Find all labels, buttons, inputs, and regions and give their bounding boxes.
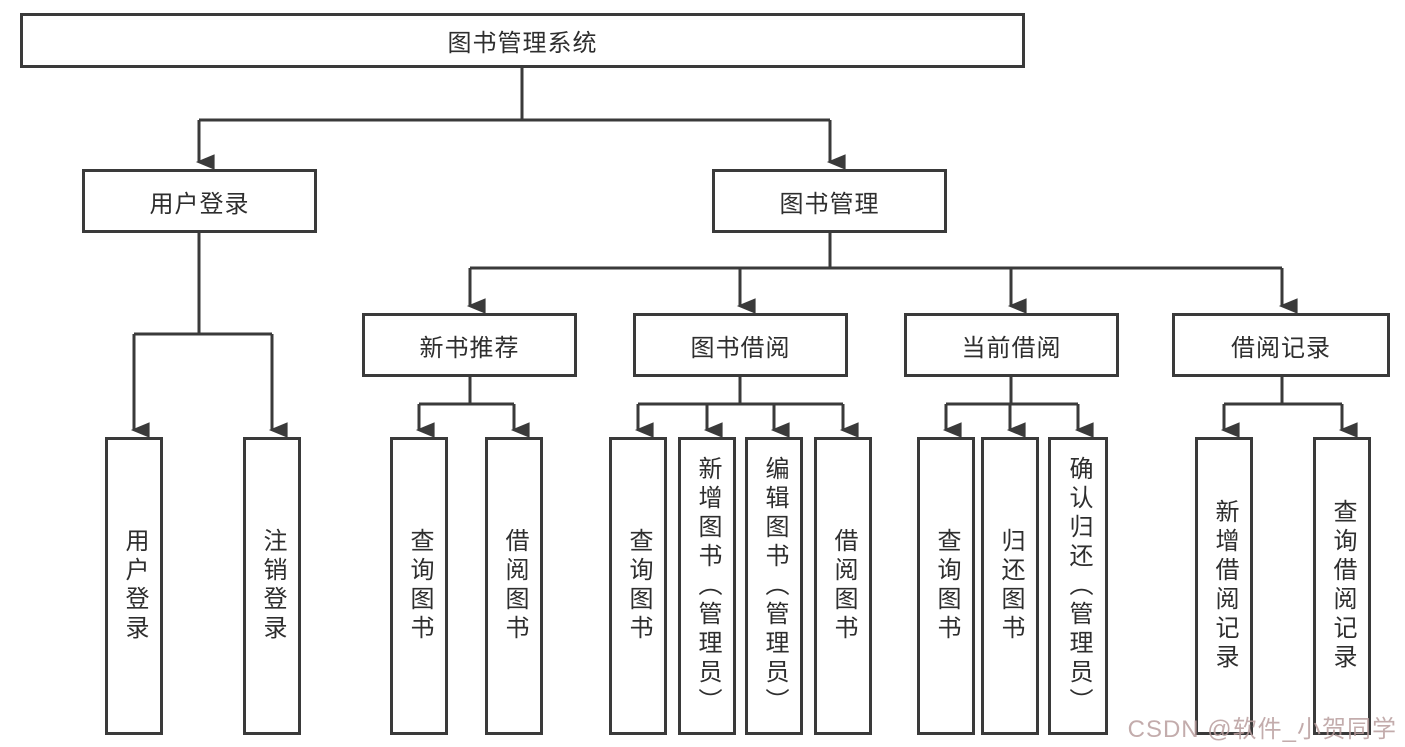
connector-lines	[134, 68, 1342, 406]
leaf-label: 查询图书	[625, 528, 652, 644]
leaf-query-borrow-record: 查询借阅记录	[1313, 437, 1371, 735]
leaf-query-books-borrow: 查询图书	[609, 437, 667, 735]
node-user-login-branch: 用户登录	[82, 169, 317, 233]
node-new-book-recommend: 新书推荐	[362, 313, 577, 377]
leaf-label: 新增借阅记录	[1211, 499, 1238, 673]
leaf-label: 借阅图书	[830, 528, 857, 644]
node-book-management-branch: 图书管理	[712, 169, 947, 233]
leaf-confirm-return-admin: 确认归还（管理员）	[1048, 437, 1108, 735]
leaf-borrow-books-borrow: 借阅图书	[814, 437, 872, 735]
leaf-add-borrow-record: 新增借阅记录	[1195, 437, 1253, 735]
leaf-add-book-admin: 新增图书（管理员）	[678, 437, 736, 735]
leaf-label: 编辑图书（管理员）	[761, 455, 788, 717]
leaf-label: 查询图书	[406, 528, 433, 644]
leaf-label: 归还图书	[997, 528, 1024, 644]
leaf-label: 用户登录	[121, 528, 148, 644]
leaf-logout: 注销登录	[243, 437, 301, 735]
leaf-edit-book-admin: 编辑图书（管理员）	[745, 437, 803, 735]
leaf-label: 查询图书	[933, 528, 960, 644]
leaf-label: 查询借阅记录	[1329, 499, 1356, 673]
node-borrow-records: 借阅记录	[1172, 313, 1390, 377]
node-root-system: 图书管理系统	[20, 13, 1025, 68]
leaf-borrow-books-recommend: 借阅图书	[485, 437, 543, 735]
leaf-query-books-recommend: 查询图书	[390, 437, 448, 735]
node-current-borrow: 当前借阅	[904, 313, 1119, 377]
leaf-user-login: 用户登录	[105, 437, 163, 735]
leaf-query-books-current: 查询图书	[917, 437, 975, 735]
leaf-label: 新增图书（管理员）	[694, 455, 721, 717]
node-book-borrow: 图书借阅	[633, 313, 848, 377]
leaf-label: 借阅图书	[501, 528, 528, 644]
leaf-return-book: 归还图书	[981, 437, 1039, 735]
leaf-label: 注销登录	[259, 528, 286, 644]
leaf-label: 确认归还（管理员）	[1065, 455, 1092, 717]
